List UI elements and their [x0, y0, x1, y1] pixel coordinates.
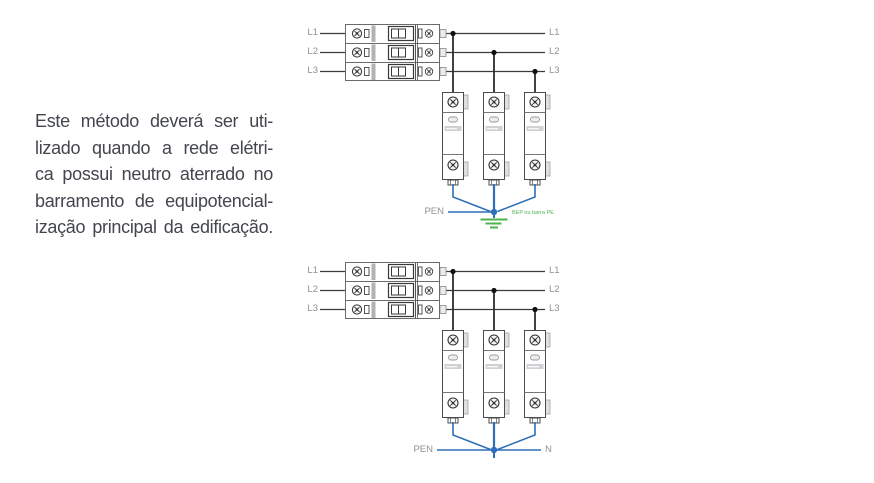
pen-label: PEN [413, 444, 433, 455]
input-label-l3: L3 [307, 65, 318, 76]
spd-device [525, 93, 551, 186]
circuit-breaker-3p [346, 25, 440, 81]
breaker-output-tabs [439, 267, 447, 314]
spd-tap-wires [452, 33, 536, 92]
output-label-l2: L2 [549, 284, 560, 295]
input-label-l2: L2 [307, 284, 318, 295]
output-label-l3: L3 [549, 303, 560, 314]
spd-device [484, 93, 510, 186]
circuit-breaker-3p [346, 263, 440, 319]
input-label-l3: L3 [307, 303, 318, 314]
input-label-l2: L2 [307, 46, 318, 57]
pen-neutral-wires [437, 422, 541, 458]
pen-label: PEN [424, 206, 444, 217]
pen-junction-dot [490, 446, 498, 454]
bottom-diagram [320, 263, 551, 458]
pen-junction-dot [490, 208, 498, 216]
spd-device [443, 93, 469, 186]
output-label-l2: L2 [549, 46, 560, 57]
earth-symbol [480, 218, 508, 229]
input-label-l1: L1 [307, 27, 318, 38]
junction-dots [450, 30, 538, 75]
spd-device [525, 331, 551, 424]
top-diagram [320, 25, 551, 229]
output-label-l1: L1 [549, 265, 560, 276]
junction-dots [450, 268, 538, 313]
spd-device [443, 331, 469, 424]
spd-device [484, 331, 510, 424]
output-label-l1: L1 [549, 27, 560, 38]
neutral-label: N [545, 444, 552, 455]
breaker-output-tabs [439, 29, 447, 76]
spd-tap-wires [452, 271, 536, 330]
input-label-l1: L1 [307, 265, 318, 276]
earth-bar-label: BEP ou barra PE [512, 210, 554, 216]
output-label-l3: L3 [549, 65, 560, 76]
